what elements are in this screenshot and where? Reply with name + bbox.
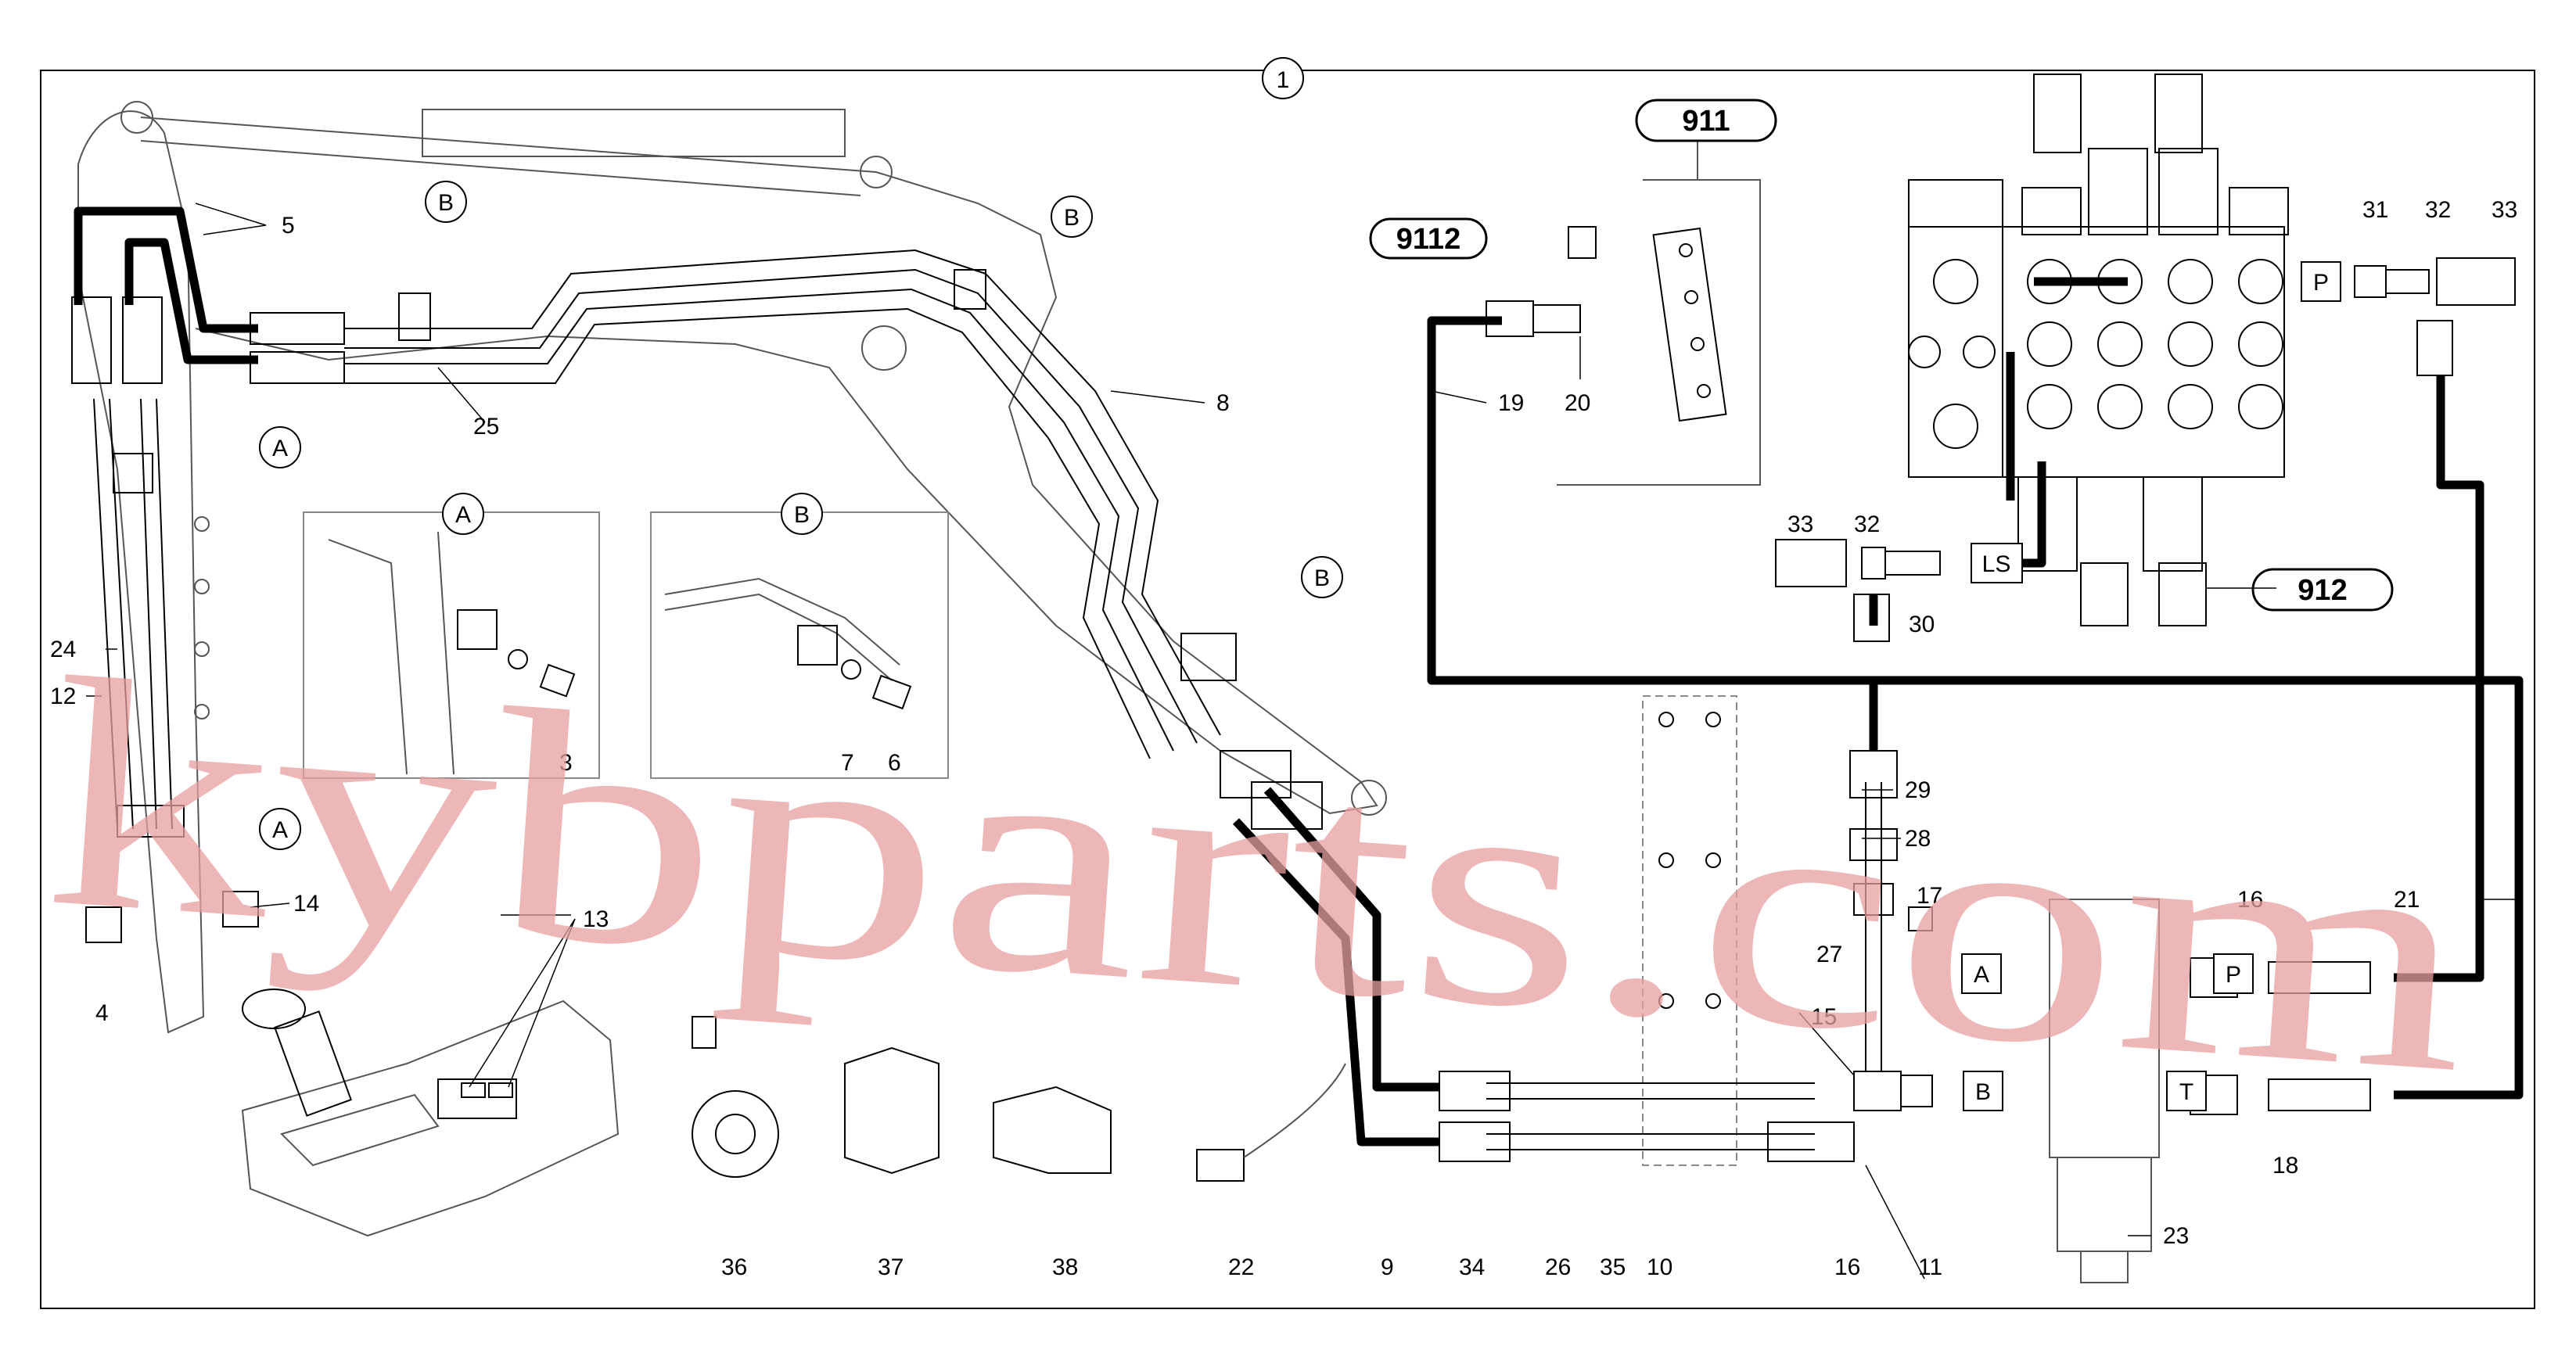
bracket-911 (1486, 141, 1761, 486)
svg-text:A: A (272, 817, 288, 843)
part-label-20: 20 (1565, 390, 1590, 416)
svg-text:T: T (2179, 1079, 2193, 1105)
svg-text:911: 911 (1682, 105, 1730, 138)
part-label-38: 38 (1052, 1254, 1078, 1280)
horn-part (692, 1016, 779, 1178)
detail-title-a: A (442, 493, 484, 535)
svg-text:B: B (1314, 565, 1330, 591)
part-label-15: 15 (1811, 1004, 1837, 1030)
detail-ref-a-2: A (259, 808, 301, 850)
part-label-26: 26 (1545, 1254, 1571, 1280)
part-label-16: 16 (1834, 1254, 1860, 1280)
diverter-valve (2049, 899, 2160, 1283)
joystick-console (241, 989, 620, 1237)
relay-part (844, 1046, 940, 1175)
part-label-37: 37 (878, 1254, 904, 1280)
watermark: kybparts.com (36, 609, 2481, 1142)
port-box-t: T (2166, 1071, 2207, 1111)
part-label-33b: 33 (2492, 197, 2517, 223)
view-number: 1 (1262, 57, 1304, 99)
connector-part (1196, 1063, 1346, 1182)
boom-hoses (74, 206, 1439, 1146)
assembly-code-912: 912 (2251, 568, 2394, 612)
valve-fittings (1775, 257, 2516, 1115)
svg-text:912: 912 (2298, 574, 2347, 607)
part-label-23: 23 (2163, 1223, 2189, 1249)
detail-title-b: B (781, 493, 823, 535)
part-label-13: 13 (583, 906, 609, 932)
svg-text:P: P (2313, 270, 2329, 296)
left-pipes (71, 296, 259, 943)
manual-part (993, 1085, 1112, 1174)
part-label-30: 30 (1909, 612, 1935, 637)
port-box-ls: LS (1971, 543, 2023, 583)
part-label-19: 19 (1498, 390, 1524, 416)
detail-ref-b-1: B (425, 181, 467, 223)
svg-text:B: B (794, 502, 810, 528)
part-label-8: 8 (1216, 390, 1230, 416)
part-label-3: 3 (559, 750, 573, 776)
control-valve-912 (1908, 74, 2289, 626)
part-label-14: 14 (293, 891, 319, 917)
part-label-7: 7 (841, 750, 854, 776)
part-label-22: 22 (1228, 1254, 1254, 1280)
port-box-a: A (1961, 953, 2002, 994)
part-label-33a: 33 (1787, 511, 1813, 537)
part-label-10: 10 (1647, 1254, 1672, 1280)
part-label-27: 27 (1816, 942, 1842, 967)
detail-ref-b-3: B (1301, 556, 1343, 598)
part-label-32b: 32 (2425, 197, 2451, 223)
part-numbers: 5 25 8 19 20 24 12 3 7 6 14 13 4 36 37 3… (50, 197, 2517, 1280)
part-label-18: 18 (2272, 1153, 2298, 1179)
port-box-p-bottom: P (2213, 953, 2254, 994)
part-label-5: 5 (282, 213, 295, 239)
part-label-29: 29 (1905, 777, 1931, 803)
part-label-34: 34 (1459, 1254, 1485, 1280)
svg-text:A: A (455, 502, 471, 528)
assembly-code-911: 911 (1635, 99, 1777, 142)
part-label-9: 9 (1381, 1254, 1394, 1280)
svg-text:1: 1 (1277, 67, 1290, 93)
svg-text:B: B (1064, 205, 1080, 231)
part-label-24: 24 (50, 637, 76, 662)
svg-text:B: B (438, 190, 454, 216)
part-label-12: 12 (50, 684, 76, 709)
svg-text:9112: 9112 (1396, 223, 1460, 256)
part-label-16b: 16 (2237, 887, 2263, 913)
part-label-11: 11 (1918, 1254, 1942, 1280)
part-label-17: 17 (1917, 883, 1942, 909)
svg-text:B: B (1975, 1079, 1991, 1105)
part-label-28: 28 (1905, 826, 1931, 852)
assembly-code-9112: 9112 (1369, 217, 1488, 260)
main-hoses (1427, 277, 2524, 1100)
port-box-b: B (1963, 1071, 2003, 1111)
part-label-6: 6 (888, 750, 901, 776)
svg-text:A: A (1974, 962, 1989, 988)
svg-text:A: A (272, 436, 288, 461)
leader-lines (86, 203, 2519, 1279)
part-label-35: 35 (1600, 1254, 1626, 1280)
part-label-31: 31 (2362, 197, 2388, 223)
port-box-p-top: P (2301, 261, 2341, 302)
part-label-21: 21 (2394, 887, 2420, 913)
part-label-4: 4 (95, 1000, 109, 1026)
part-label-25: 25 (473, 414, 499, 440)
valve-mounting-plate (1642, 695, 1737, 1166)
detail-ref-b-2: B (1051, 196, 1093, 238)
part-label-32a: 32 (1854, 511, 1880, 537)
part-label-36: 36 (721, 1254, 747, 1280)
center-pipes (1439, 750, 1933, 1162)
boom-pipes (250, 249, 1323, 830)
svg-text:LS: LS (1982, 551, 2011, 577)
svg-text:P: P (2226, 962, 2241, 988)
boom-outline (77, 101, 1387, 1034)
detail-ref-a-1: A (259, 426, 301, 468)
